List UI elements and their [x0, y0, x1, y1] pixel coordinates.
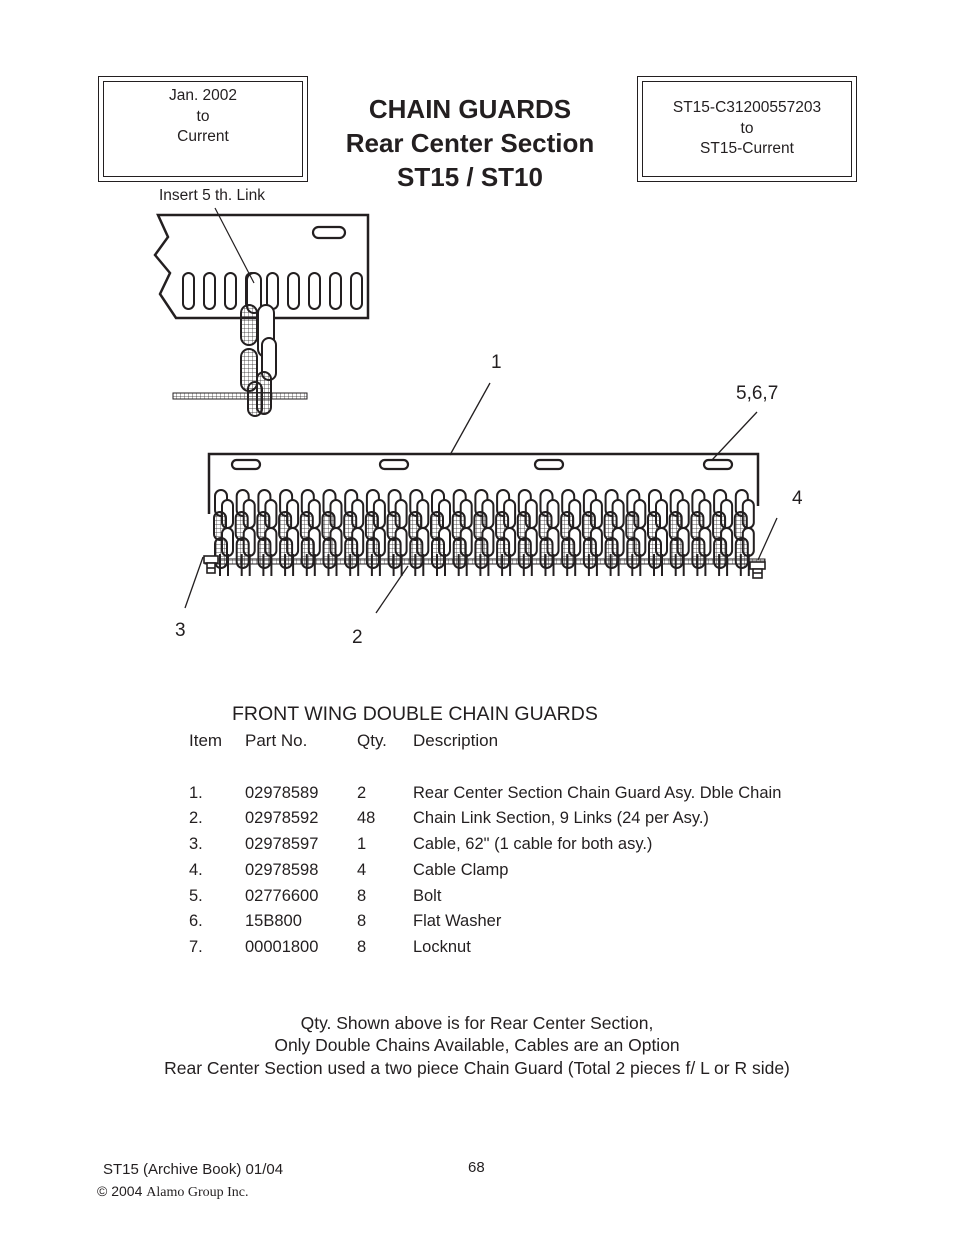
- callout-1: 1: [491, 352, 502, 373]
- row-part-no: 15B800: [245, 912, 302, 930]
- parts-heading: FRONT WING DOUBLE CHAIN GUARDS: [232, 703, 598, 725]
- detail-rod: [172, 392, 308, 400]
- note-line-1: Qty. Shown above is for Rear Center Sect…: [300, 1013, 654, 1033]
- row-qty: 48: [357, 809, 376, 827]
- row-part-no: 02978589: [245, 784, 319, 802]
- page-title: CHAIN GUARDS Rear Center Section ST15 / …: [300, 92, 640, 194]
- note-line-2: Only Double Chains Available, Cables are…: [274, 1035, 680, 1055]
- table-row: 3. 02978597 1 Cable, 62" (1 cable for bo…: [0, 835, 954, 861]
- serial-range-end: ST15-Current: [700, 140, 794, 158]
- row-item: 2.: [189, 809, 203, 827]
- plate-slot: [329, 272, 342, 310]
- chain-guard-diagram: [153, 207, 778, 614]
- row-qty: 8: [357, 887, 367, 905]
- table-row: 4. 02978598 4 Cable Clamp: [0, 861, 954, 887]
- row-description: Flat Washer: [413, 912, 502, 930]
- column-header-description: Description: [413, 731, 499, 750]
- guard-slot: [702, 458, 734, 471]
- footer-book-label: ST15 (Archive Book) 01/04: [103, 1161, 284, 1178]
- row-description: Bolt: [413, 887, 442, 905]
- row-qty: 8: [357, 938, 367, 956]
- row-description: Rear Center Section Chain Guard Asy. Dbl…: [413, 784, 782, 802]
- column-header-item: Item: [189, 731, 223, 750]
- serial-range-separator: to: [740, 119, 754, 137]
- guard-slot: [533, 458, 565, 471]
- row-part-no: 02978592: [245, 809, 319, 827]
- callout-2: 2: [352, 627, 363, 648]
- chain-link-section: [278, 489, 300, 576]
- plate-slot: [224, 272, 237, 310]
- date-range-start: Jan. 2002: [168, 87, 238, 104]
- row-qty: 1: [357, 835, 367, 853]
- chain-link-section: [364, 489, 386, 576]
- chain-link-section: [451, 489, 473, 576]
- main-guard: [203, 452, 766, 579]
- insert-note: Insert 5 th. Link: [159, 187, 265, 204]
- date-range-end: Current: [177, 128, 229, 145]
- copyright-owner: Alamo Group Inc.: [146, 1185, 249, 1200]
- row-part-no: 02978597: [245, 835, 319, 853]
- copyright-year: © 2004: [97, 1183, 143, 1199]
- row-part-no: 00001800: [245, 938, 319, 956]
- left-cable-clamp: [203, 555, 219, 574]
- callout-4: 4: [792, 488, 803, 509]
- plate-slot: [287, 272, 300, 310]
- column-header-part-no: Part No.: [245, 731, 308, 750]
- table-row: 2. 02978592 48 Chain Link Section, 9 Lin…: [0, 809, 954, 835]
- row-item: 7.: [189, 938, 203, 956]
- main-cable: [204, 558, 766, 565]
- callout-5-6-7: 5,6,7: [736, 383, 779, 404]
- row-item: 6.: [189, 912, 203, 930]
- row-item: 3.: [189, 835, 203, 853]
- row-qty: 8: [357, 912, 367, 930]
- callout-3: 3: [175, 620, 186, 641]
- plate-slot: [182, 272, 195, 310]
- page-number: 68: [468, 1159, 485, 1176]
- row-item: 1.: [189, 784, 203, 802]
- column-header-qty: Qty.: [357, 731, 387, 750]
- row-description: Cable Clamp: [413, 861, 509, 879]
- table-row: 7. 00001800 8 Locknut: [0, 938, 954, 964]
- plate-slot: [203, 272, 216, 310]
- date-range-box: Jan. 2002 to Current: [98, 76, 308, 182]
- plate-slot: [350, 272, 363, 310]
- title-line-3: ST15 / ST10: [397, 162, 543, 192]
- table-row: 6. 15B800 8 Flat Washer: [0, 912, 954, 938]
- insert-note-leader: [214, 207, 255, 284]
- row-part-no: 02978598: [245, 861, 319, 879]
- row-qty: 4: [357, 861, 367, 879]
- row-item: 4.: [189, 861, 203, 879]
- copyright: © 2004 Alamo Group Inc.: [97, 1183, 249, 1201]
- guard-slot: [230, 458, 262, 471]
- row-description: Chain Link Section, 9 Links (24 per Asy.…: [413, 809, 709, 827]
- chain-link-section: [668, 489, 690, 576]
- chain-link-section: [473, 489, 495, 576]
- chain-link-section: [213, 489, 234, 576]
- title-line-2: Rear Center Section: [345, 128, 595, 158]
- chain-link-section: [299, 489, 321, 576]
- right-cable-clamp: [749, 561, 766, 579]
- detail-chain: [240, 272, 277, 417]
- note-line-3: Rear Center Section used a two piece Cha…: [164, 1058, 790, 1078]
- row-qty: 2: [357, 784, 367, 802]
- title-line-1: CHAIN GUARDS: [368, 94, 572, 124]
- chain-link-section: [343, 489, 365, 576]
- detail-plate: [153, 213, 370, 320]
- row-description: Locknut: [413, 938, 471, 956]
- row-item: 5.: [189, 887, 203, 905]
- table-row: 5. 02776600 8 Bolt: [0, 887, 954, 913]
- row-description: Cable, 62" (1 cable for both asy.): [413, 835, 653, 853]
- chain-link-section: [321, 489, 343, 576]
- serial-range-box: ST15-C31200557203 to ST15-Current: [637, 76, 857, 182]
- row-part-no: 02776600: [245, 887, 319, 905]
- date-range-separator: to: [196, 107, 210, 125]
- callout-leaders: [184, 382, 778, 614]
- table-row: 1. 02978589 2 Rear Center Section Chain …: [0, 784, 954, 810]
- guard-slot: [378, 458, 410, 471]
- serial-range-start: ST15-C31200557203: [672, 99, 822, 117]
- plate-slot: [308, 272, 321, 310]
